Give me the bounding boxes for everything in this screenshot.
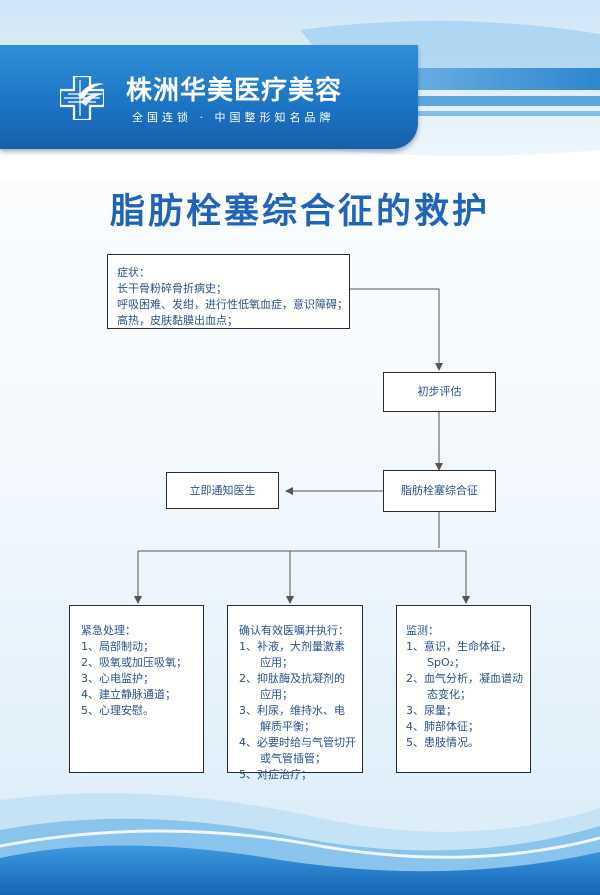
- brand-slogan: 全国连锁 · 中国整形知名品牌: [132, 111, 335, 124]
- emergency-heading: 紧急处理：: [81, 624, 136, 637]
- diagnosis-box: 脂肪栓塞综合征: [383, 470, 496, 512]
- notify-doctor-box: 立即通知医生: [166, 472, 279, 509]
- orders-item: 5、对症治疗；: [239, 768, 312, 781]
- initial-assessment-label: 初步评估: [417, 385, 462, 398]
- bottom-wave-decoration: [0, 793, 600, 895]
- monitoring-item: 5、患肢情况。: [406, 736, 479, 749]
- initial-assessment-box: 初步评估: [383, 372, 496, 412]
- orders-item-continued: 或气管插管；: [260, 752, 326, 765]
- page-title: 脂肪栓塞综合征的救护: [109, 192, 490, 232]
- monitoring-box: 监测： 1、意识，生命体征， SpO₂； 2、血气分析，凝血谱动 态变化； 3、…: [396, 605, 531, 773]
- notify-doctor-label: 立即通知医生: [189, 483, 256, 497]
- orders-item: 3、利尿，维持水、电: [239, 704, 345, 717]
- symptoms-heading: 症状：: [117, 266, 150, 279]
- emergency-item: 2、吸氧或加压吸氧；: [81, 656, 187, 669]
- symptom-line: 高热，皮肤黏膜出血点；: [117, 314, 238, 327]
- brand-header: [0, 45, 418, 149]
- brand-name: 株洲华美医疗美容: [126, 76, 343, 106]
- monitoring-item: 4、肺部体征；: [406, 720, 479, 733]
- orders-heading: 确认有效医嘱并执行：: [239, 624, 349, 637]
- orders-item: 4、必要时给与气管切开: [239, 736, 356, 749]
- orders-item-continued: 应用；: [260, 656, 293, 669]
- monitoring-item: 3、尿量；: [406, 704, 457, 717]
- monitoring-item-continued: SpO₂；: [427, 656, 466, 669]
- orders-item: 2、抑肽酶及抗凝剂的: [239, 672, 345, 685]
- emergency-item: 5、心理安慰。: [81, 704, 154, 717]
- hospital-cross-logo-icon: [60, 76, 104, 120]
- monitoring-item: 1、意识，生命体征，: [406, 640, 512, 653]
- symptom-line: 呼吸困难、发绀，进行性低氧血症，意识障碍；: [117, 298, 348, 311]
- diagnosis-label: 脂肪栓塞综合征: [401, 484, 478, 497]
- connector-symptoms-to-assessment: [350, 288, 443, 371]
- symptoms-box: 症状： 长干骨粉碎骨折病史； 呼吸困难、发绀，进行性低氧血症，意识障碍； 高热，…: [107, 254, 350, 329]
- emergency-item: 3、心电监护；: [81, 672, 154, 685]
- monitoring-heading: 监测：: [406, 624, 439, 637]
- emergency-item: 4、建立静脉通道；: [81, 688, 176, 701]
- orders-item-continued: 应用；: [260, 688, 293, 701]
- symptom-line: 长干骨粉碎骨折病史；: [117, 282, 227, 295]
- emergency-treatment-box: 紧急处理： 1、局部制动； 2、吸氧或加压吸氧； 3、心电监护； 4、建立静脉通…: [69, 605, 204, 773]
- orders-item: 1、补液，大剂量激素: [239, 640, 345, 653]
- monitoring-item: 2、血气分析，凝血谱动: [406, 672, 523, 685]
- emergency-item: 1、局部制动；: [81, 640, 154, 653]
- monitoring-item-continued: 态变化；: [427, 688, 471, 701]
- medical-orders-box: 确认有效医嘱并执行： 1、补液，大剂量激素 应用； 2、抑肽酶及抗凝剂的 应用；…: [227, 605, 363, 781]
- orders-item-continued: 解质平衡；: [260, 720, 315, 733]
